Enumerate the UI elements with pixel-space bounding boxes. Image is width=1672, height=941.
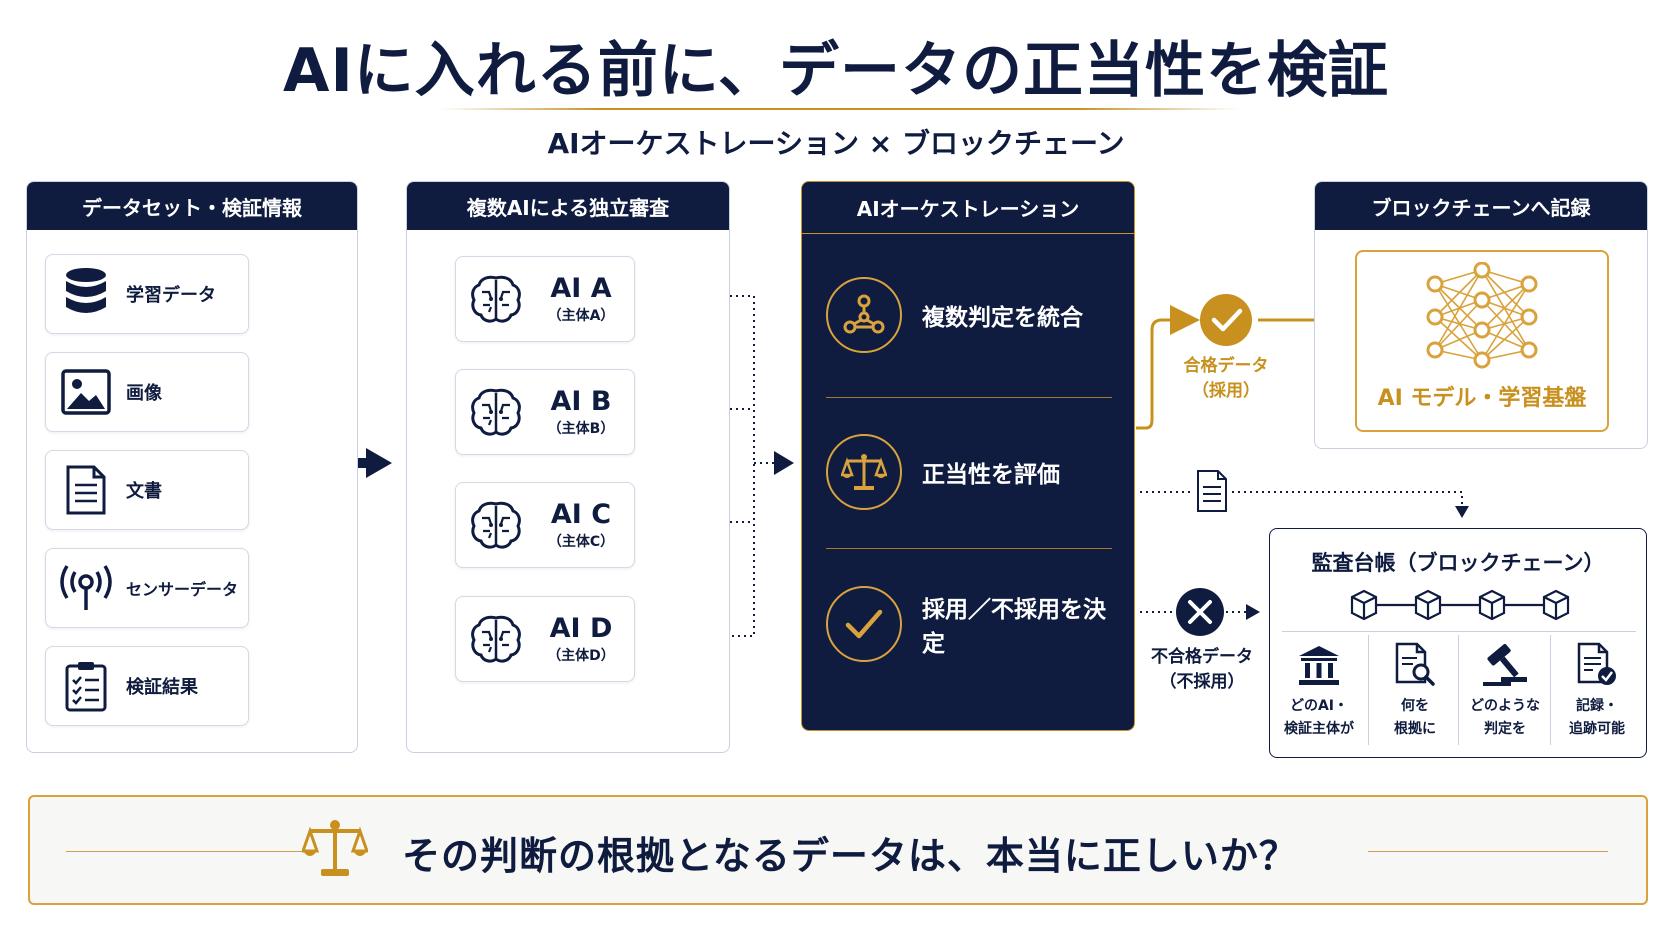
orch-step-label: 複数判定を統合 (922, 305, 1083, 331)
orch-step-integrate[interactable]: 複数判定を統合 (826, 255, 1116, 375)
pass-check-icon (1200, 294, 1252, 346)
document-search-icon (1370, 635, 1460, 695)
ai-model-label: AI モデル・学習基盤 (1377, 386, 1587, 411)
orchestration-panel-title: AIオーケストレーション (802, 182, 1134, 234)
ledger-col-judgment: どのような判定を (1460, 635, 1550, 745)
dataset-item-image[interactable]: 画像 (45, 352, 249, 432)
fail-data-label: 不合格データ（不採用） (1151, 647, 1253, 692)
ai-reviewer-entity: （主体C） (547, 534, 615, 550)
ledger-col-record: 記録・追跡可能 (1552, 635, 1642, 745)
dataset-item-label: 画像 (126, 383, 162, 404)
ai-reviewer-name: AI A (550, 273, 612, 304)
orch-step-label: 採用／不採用を決定 (922, 597, 1106, 657)
orchestration-panel: AIオーケストレーション 複数判定を統合 正当性を評価 採用／不採用を決定 (801, 181, 1135, 731)
dataset-item-label: センサーデータ (126, 580, 239, 599)
neural-network-icon (1426, 262, 1538, 369)
dataset-item-label: 学習データ (126, 285, 216, 306)
brain-icon (456, 614, 536, 664)
pass-flow-line (1136, 305, 1200, 430)
block-chain-icon (1350, 589, 1570, 621)
dataset-panel-title: データセット・検証情報 (27, 182, 357, 230)
dataset-item-label: 検証結果 (126, 677, 198, 698)
orch-step-decide[interactable]: 採用／不採用を決定 (826, 564, 1116, 684)
ledger-col-who: どのAI・検証主体が (1274, 635, 1364, 745)
ai-reviewer-a[interactable]: AI A （主体A） (455, 256, 635, 342)
ai-reviewer-d[interactable]: AI D （主体D） (455, 596, 635, 682)
ledger-divider (1282, 631, 1636, 632)
review-panel-title: 複数AIによる独立審査 (407, 182, 729, 230)
scale-icon (826, 434, 902, 510)
orch-step-evaluate[interactable]: 正当性を評価 (826, 412, 1116, 532)
image-icon (46, 352, 126, 432)
question-banner: その判断の根拠となるデータは、本当に正しいか？ (28, 795, 1648, 905)
blockchain-panel-title: ブロックチェーンへ記録 (1315, 182, 1647, 230)
dataset-item-sensor[interactable]: センサーデータ (45, 548, 249, 628)
document-icon (46, 450, 126, 530)
review-panel: 複数AIによる独立審査 AI A （主体A） AI B （主体B） AI C （主体C… (406, 181, 730, 753)
pass-data-label: 合格データ（採用） (1183, 356, 1269, 401)
database-icon (46, 254, 126, 334)
ai-model-box[interactable]: AI モデル・学習基盤 (1355, 250, 1609, 432)
scale-icon (302, 820, 368, 876)
title-divider (440, 108, 1240, 110)
page-title: AIに入れる前に、データの正当性を検証 (283, 36, 1389, 106)
record-doc-icon (1197, 470, 1227, 512)
dataset-item-training[interactable]: 学習データ (45, 254, 249, 334)
dataset-item-verification[interactable]: 検証結果 (45, 646, 249, 726)
checklist-icon (46, 646, 126, 726)
ledger-col-what: 何を根拠に (1370, 635, 1460, 745)
ai-reviewer-name: AI D (549, 613, 613, 644)
dataset-item-document[interactable]: 文書 (45, 450, 249, 530)
record-flow-line (1140, 491, 1463, 508)
brain-icon (456, 274, 536, 324)
ai-reviewer-name: AI B (550, 386, 612, 417)
ai-reviewer-entity: （主体A） (547, 308, 615, 324)
ai-reviewer-b[interactable]: AI B （主体B） (455, 369, 635, 455)
gavel-icon (1460, 635, 1550, 695)
orch-divider (826, 397, 1112, 398)
ai-reviewer-c[interactable]: AI C （主体C） (455, 482, 635, 568)
orch-step-label: 正当性を評価 (922, 462, 1060, 488)
brain-icon (456, 387, 536, 437)
sensor-icon (46, 548, 126, 628)
blockchain-panel: ブロックチェーンへ記録 AI モデル・学習基盤 (1314, 181, 1648, 449)
audit-ledger-title: 監査台帳（ブロックチェーン） (1311, 551, 1605, 575)
audit-ledger-panel: 監査台帳（ブロックチェーン） どのAI・検証主体が 何を根拠に どのような判定を (1269, 528, 1647, 758)
ai-reviewer-name: AI C (550, 499, 612, 530)
fail-x-icon (1176, 588, 1224, 636)
ai-reviewer-entity: （主体D） (547, 648, 615, 664)
ai-reviewer-entity: （主体B） (547, 421, 615, 437)
network-icon (826, 277, 902, 353)
question-text: その判断の根拠となるデータは、本当に正しいか？ (402, 834, 1298, 878)
dataset-item-label: 文書 (126, 481, 162, 502)
dataset-panel: データセット・検証情報 学習データ 画像 文書 センサーデータ 検証結果 (26, 181, 358, 753)
banner-rule-left (66, 851, 306, 852)
page-subtitle: AIオーケストレーション × ブロックチェーン (547, 127, 1125, 160)
document-check-icon (1552, 635, 1642, 695)
institution-icon (1274, 635, 1364, 695)
orch-divider (826, 548, 1112, 549)
banner-rule-right (1368, 851, 1608, 852)
check-icon (826, 586, 902, 662)
brain-icon (456, 500, 536, 550)
